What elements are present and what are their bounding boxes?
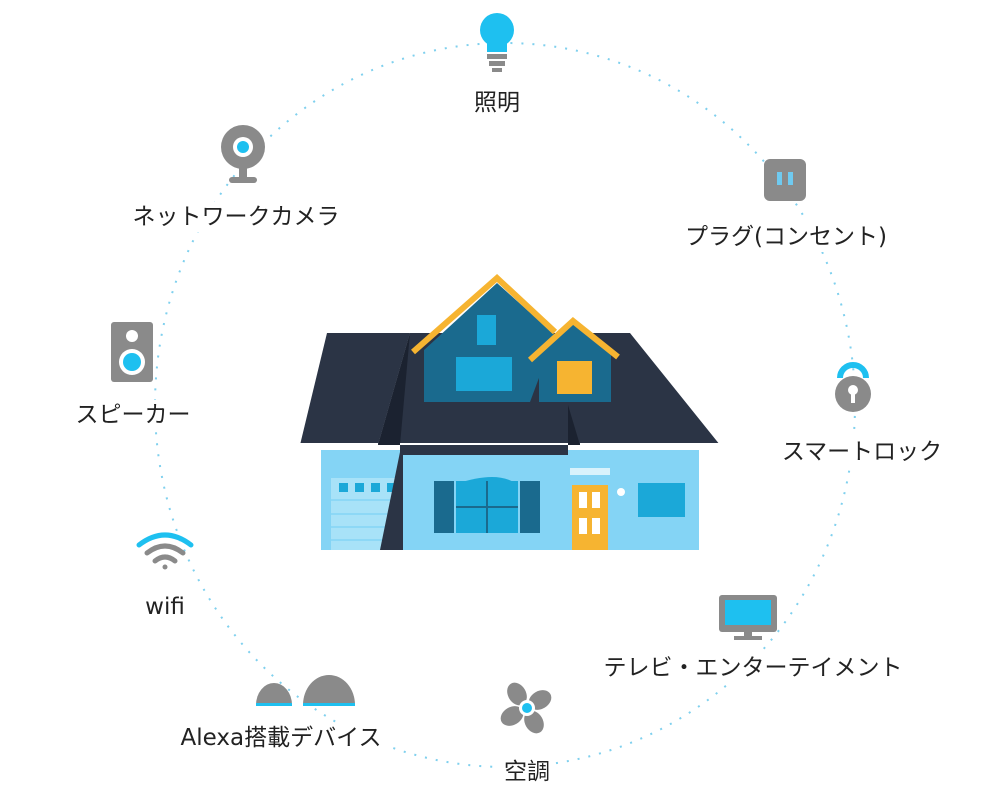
tv-icon (719, 595, 777, 640)
alexa-device-icon (256, 675, 355, 706)
wifi-icon (136, 532, 194, 570)
device-label-tv: テレビ・エンターテイメント (599, 653, 907, 683)
light-bulb-icon (480, 13, 514, 72)
device-label-alexa: Alexa搭載デバイス (176, 723, 386, 753)
device-label-network-camera: ネットワークカメラ (128, 202, 344, 232)
fan-icon (500, 682, 552, 734)
device-label-wifi: wifi (141, 592, 189, 622)
plug-outlet-icon (764, 159, 806, 201)
front-door (572, 485, 608, 550)
speaker-icon (111, 322, 153, 382)
device-label-lighting: 照明 (470, 88, 524, 118)
device-label-speaker: スピーカー (71, 400, 195, 430)
network-camera-icon (221, 125, 265, 183)
device-label-plug: プラグ(コンセント) (681, 222, 891, 252)
device-label-air-conditioning: 空調 (500, 757, 554, 787)
device-label-smart-lock: スマートロック (777, 437, 947, 467)
smart-lock-icon (835, 362, 871, 412)
